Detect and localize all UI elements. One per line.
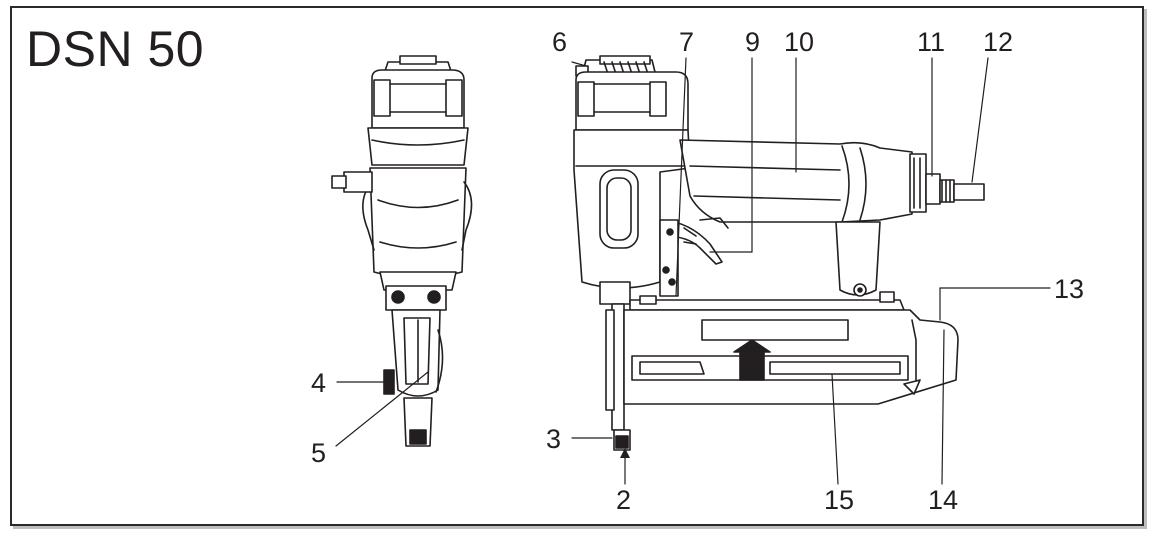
callout-5: 5 — [311, 438, 326, 468]
callout-14: 14 — [928, 485, 958, 515]
callout-12: 12 — [983, 27, 1013, 57]
callout-9: 9 — [745, 27, 760, 57]
model-title: DSN 50 — [26, 21, 205, 77]
side-view-tool — [573, 55, 985, 451]
arrow-2-head — [620, 448, 630, 458]
callout-13: 13 — [1054, 274, 1084, 304]
callout-7: 7 — [679, 27, 694, 57]
callout-10: 10 — [784, 27, 814, 57]
callout-6: 6 — [552, 27, 567, 57]
callout-11: 11 — [917, 27, 945, 57]
callout-2: 2 — [616, 485, 631, 515]
callout-15: 15 — [824, 485, 854, 515]
callout-4: 4 — [311, 368, 326, 398]
front-view-tool — [331, 55, 473, 447]
callout-3: 3 — [546, 424, 561, 454]
leader-lines — [335, 57, 1051, 485]
